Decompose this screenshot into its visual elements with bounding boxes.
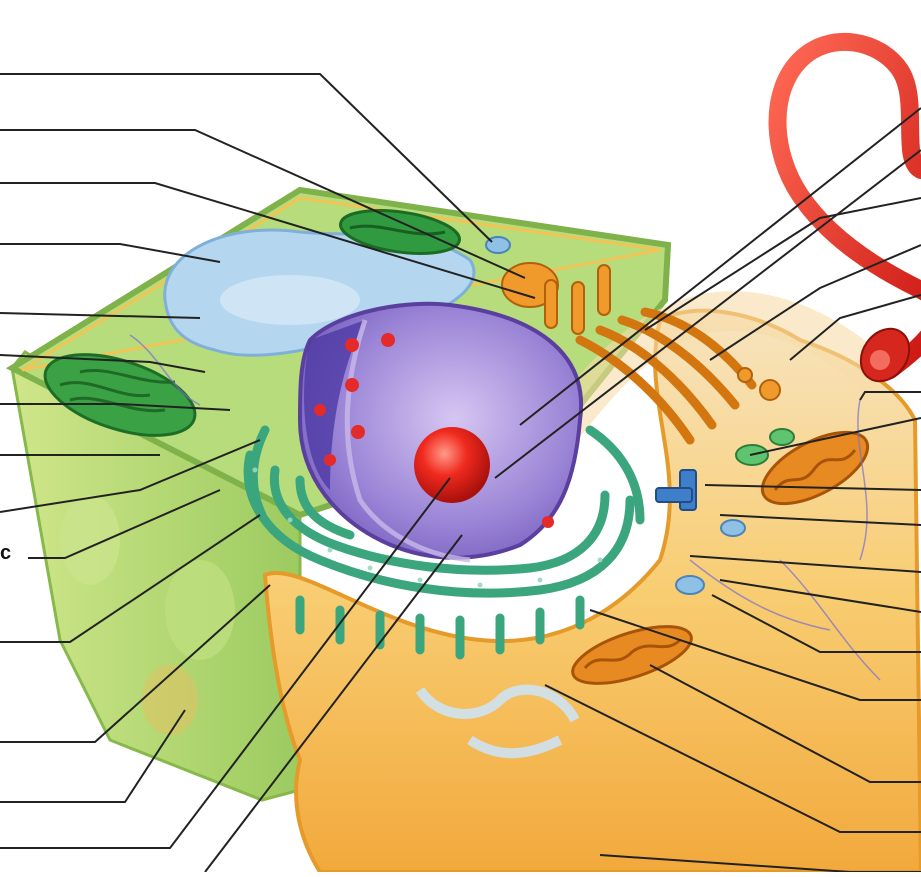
fragment-label: c — [0, 542, 11, 565]
nucleolus-shape — [414, 427, 490, 503]
vesicle-shape — [721, 520, 745, 536]
